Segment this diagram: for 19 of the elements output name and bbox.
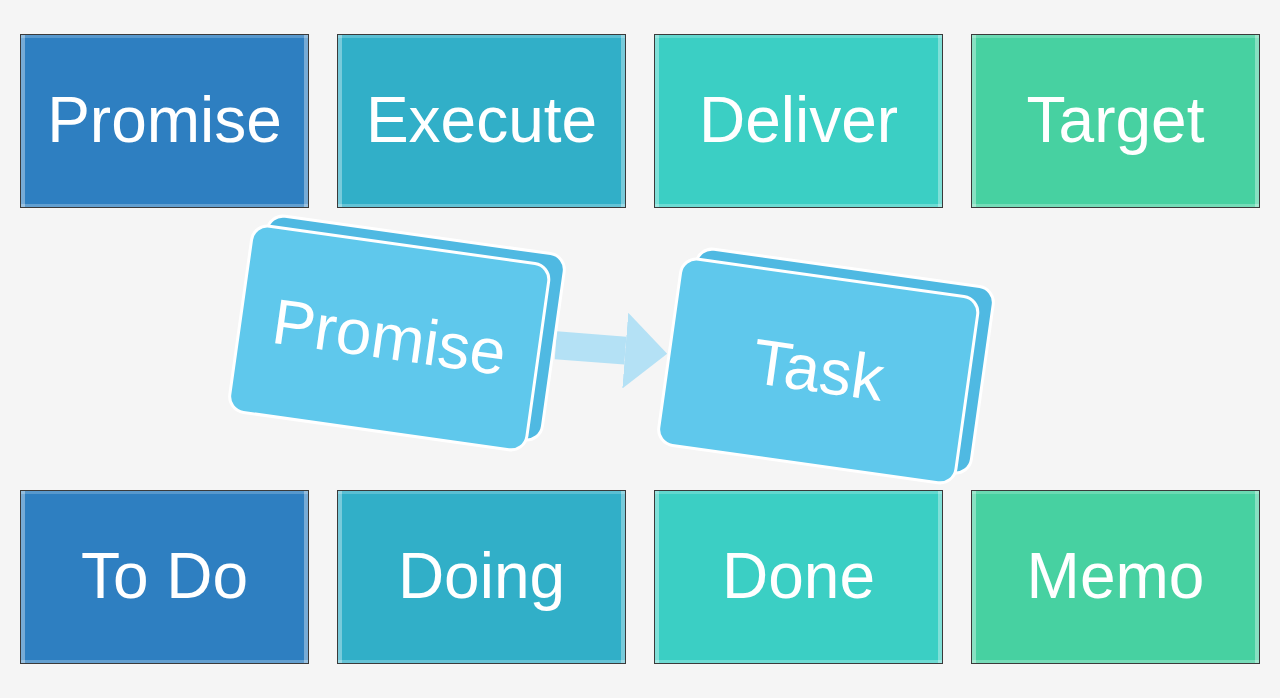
card-label: Doing <box>397 543 566 611</box>
category-card <box>654 34 943 208</box>
category-card <box>337 34 626 208</box>
card-label: Memo <box>1026 543 1205 611</box>
category-card <box>20 490 309 664</box>
category-card <box>20 34 309 208</box>
category-card <box>337 490 626 664</box>
card-label: Target <box>1026 87 1205 155</box>
category-card <box>971 490 1260 664</box>
card-label: Deliver <box>698 87 899 155</box>
block-arrow <box>554 312 668 389</box>
card-label: Task <box>748 328 889 414</box>
card-label: Promise <box>47 87 282 155</box>
category-card <box>971 34 1260 208</box>
card-label: Execute <box>365 87 598 155</box>
card-label: To Do <box>80 543 249 611</box>
card-label: Done <box>722 543 875 611</box>
category-card <box>654 490 943 664</box>
card-label: Promise <box>268 288 511 388</box>
